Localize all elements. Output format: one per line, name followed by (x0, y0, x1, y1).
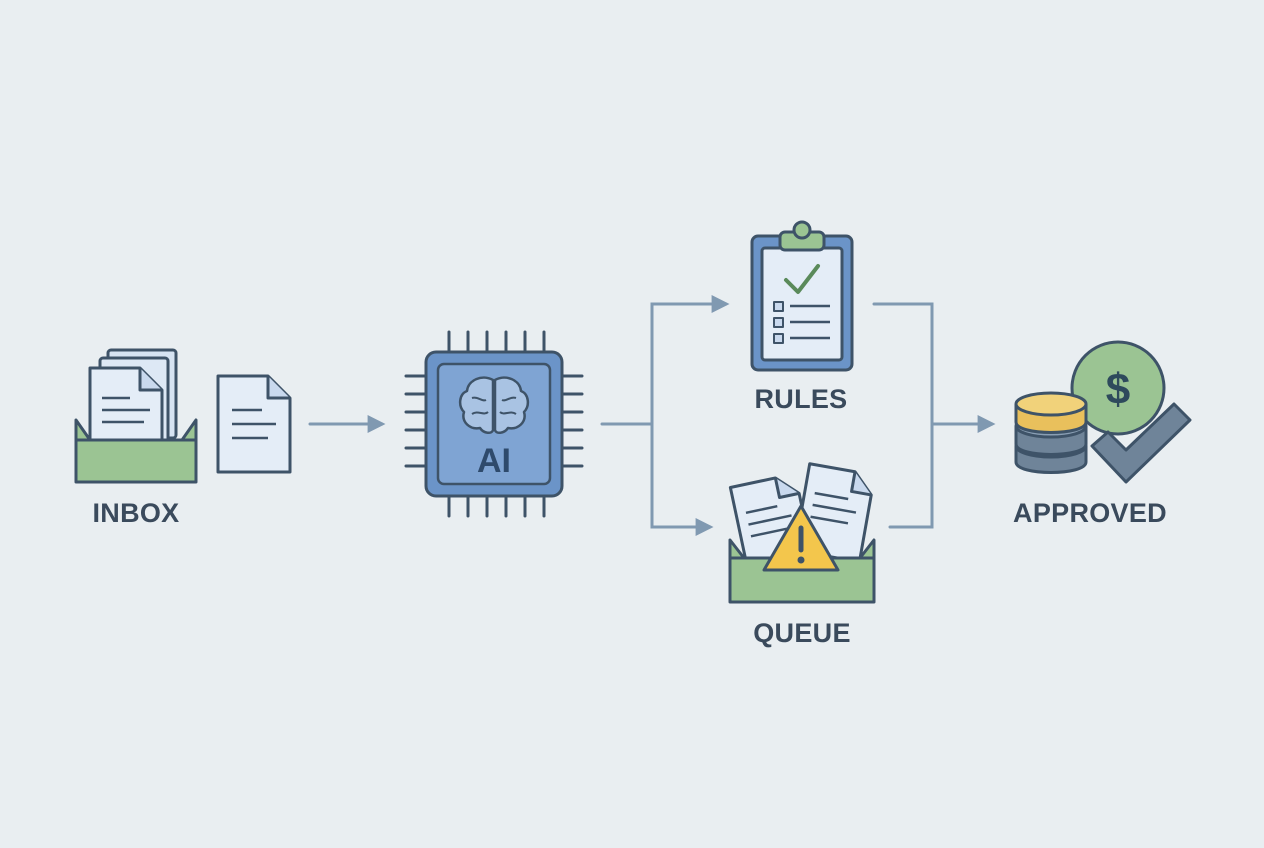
warning-tray-icon (728, 462, 876, 604)
ai-label: AI (477, 442, 511, 480)
queue-label: QUEUE (753, 618, 851, 648)
warning-icon (762, 504, 840, 572)
ai-node: AI (404, 330, 584, 518)
inbox-label: INBOX (92, 498, 179, 528)
document-icon (216, 374, 292, 474)
approved-label: APPROVED (1013, 498, 1167, 528)
queue-node: QUEUE (728, 462, 876, 648)
check-icon (1090, 402, 1192, 484)
clipboard-checklist-icon (750, 220, 854, 372)
inbox-tray-icon (74, 348, 198, 484)
approved-node: $ APPROVED (1013, 340, 1192, 528)
ai-chip-brain-icon: AI (404, 330, 584, 518)
chip-pins (404, 330, 584, 518)
inbox-node: INBOX (74, 348, 292, 528)
coin-stack-icon (1014, 391, 1088, 474)
edge-ai-to-queue (650, 422, 714, 536)
brain-icon (458, 376, 530, 434)
edge-ai-to-rules (650, 295, 730, 426)
dollar-symbol: $ (1106, 365, 1130, 414)
rules-node: RULES (750, 220, 854, 414)
edge-queue-to-approved (888, 422, 934, 529)
rules-label: RULES (754, 384, 847, 414)
coins-dollar-check-icon: $ (1014, 340, 1192, 484)
edge-rules-to-approved (872, 302, 934, 426)
connectors (308, 295, 996, 536)
